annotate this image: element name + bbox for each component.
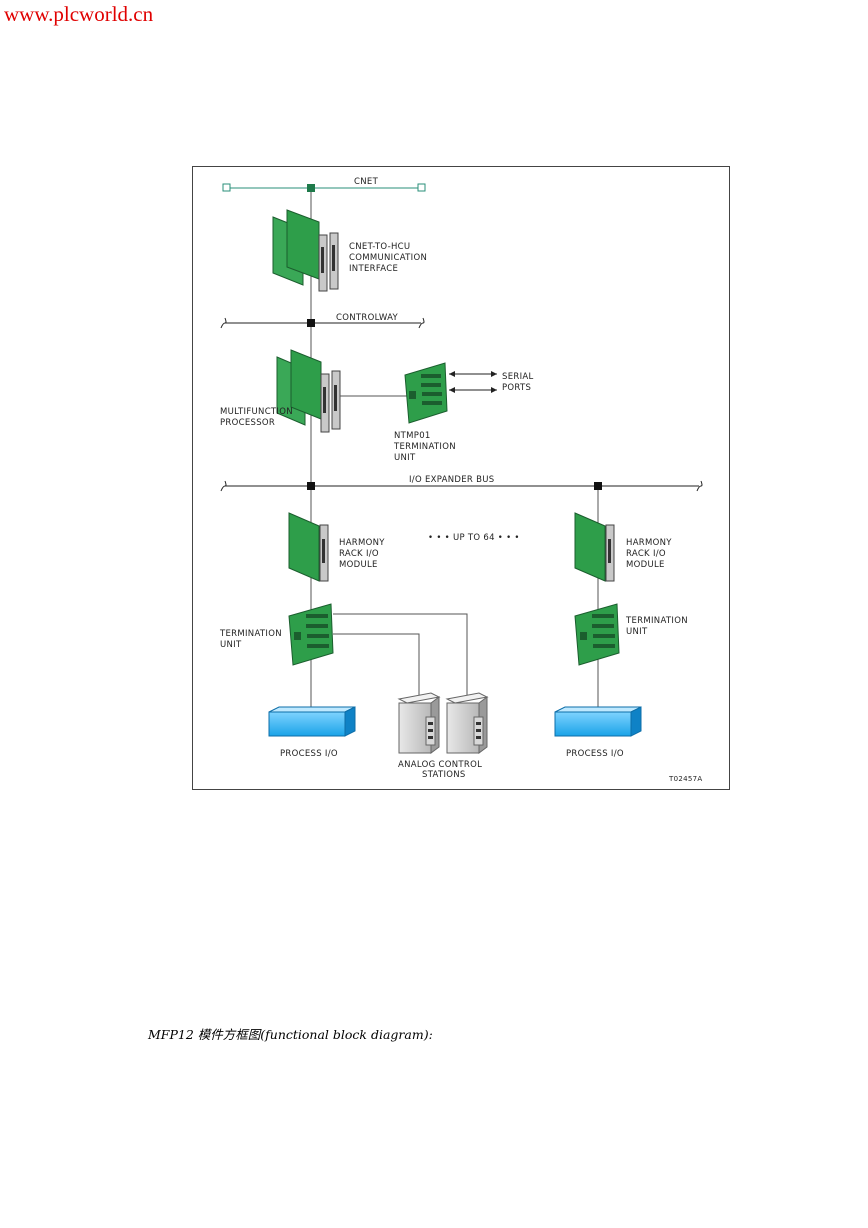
harmony-left-label-1: HARMONY: [339, 538, 385, 548]
cnet-hcu-label-1: CNET-TO-HCU: [349, 242, 410, 252]
process-io-left-label: PROCESS I/O: [280, 749, 338, 759]
harmony-left-label-2: RACK I/O: [339, 549, 379, 559]
harmony-right-label-3: MODULE: [626, 560, 665, 570]
termination-unit-right: [574, 603, 620, 666]
termination-left-label-1: TERMINATION: [219, 629, 282, 639]
ntmp01-label-1: NTMP01: [394, 431, 431, 441]
harmony-rack-io-module-left: [288, 512, 329, 582]
analog-stations-label-1: ANALOG CONTROL: [398, 760, 482, 770]
termination-unit-left: [288, 603, 334, 666]
harmony-right-label-1: HARMONY: [626, 538, 672, 548]
analog-stations-label-2: STATIONS: [422, 770, 466, 780]
mfp-label-1: MULTIFUNCTION: [220, 407, 293, 417]
serial-port-arrows: [449, 371, 497, 393]
cnet-bus: CNET: [222, 177, 426, 192]
termination-left-label-2: UNIT: [220, 640, 242, 650]
io-expander-bus: I/O EXPANDER BUS: [220, 475, 703, 492]
cnet-hcu-label-2: COMMUNICATION: [349, 253, 427, 263]
figure-id: T02457A: [668, 775, 702, 783]
controlway-bus: CONTROLWAY: [220, 313, 425, 329]
ntmp01-termination-board: [404, 362, 448, 424]
analog-station-wiring: [333, 613, 468, 697]
harmony-rack-io-module-right: [574, 512, 615, 582]
harmony-left-label-3: MODULE: [339, 560, 378, 570]
process-io-right-label: PROCESS I/O: [566, 749, 624, 759]
serial-ports-label-2: PORTS: [502, 383, 531, 393]
cnet-hcu-label-3: INTERFACE: [349, 264, 398, 274]
ntmp01-label-2: TERMINATION: [393, 442, 456, 452]
io-expander-bus-label: I/O EXPANDER BUS: [409, 475, 494, 485]
mfp-label-2: PROCESSOR: [220, 418, 275, 428]
system-diagram: CNET CNET-TO-HCU COMMUNICATION INTERFACE…: [192, 166, 730, 790]
harmony-right-label-2: RACK I/O: [626, 549, 666, 559]
process-io-right: [554, 706, 642, 737]
cnet-hcu-interface-module: [272, 209, 339, 292]
serial-ports-label-1: SERIAL: [502, 372, 534, 382]
watermark: www.plcworld.cn: [4, 2, 154, 26]
up-to-64-label: • • • UP TO 64 • • •: [428, 533, 520, 543]
termination-right-label-2: UNIT: [626, 627, 648, 637]
process-io-left: [268, 706, 356, 737]
cnet-label: CNET: [354, 177, 379, 187]
diagram-canvas: CNET CNET-TO-HCU COMMUNICATION INTERFACE…: [219, 177, 703, 783]
controlway-label: CONTROLWAY: [336, 313, 399, 323]
multifunction-processor-module: [276, 349, 341, 433]
caption: MFP12 模件方框图(functional block diagram):: [148, 1027, 433, 1042]
termination-right-label-1: TERMINATION: [625, 616, 688, 626]
analog-control-station-2: [445, 692, 489, 754]
ntmp01-label-3: UNIT: [394, 453, 416, 463]
analog-control-station-1: [397, 692, 441, 754]
